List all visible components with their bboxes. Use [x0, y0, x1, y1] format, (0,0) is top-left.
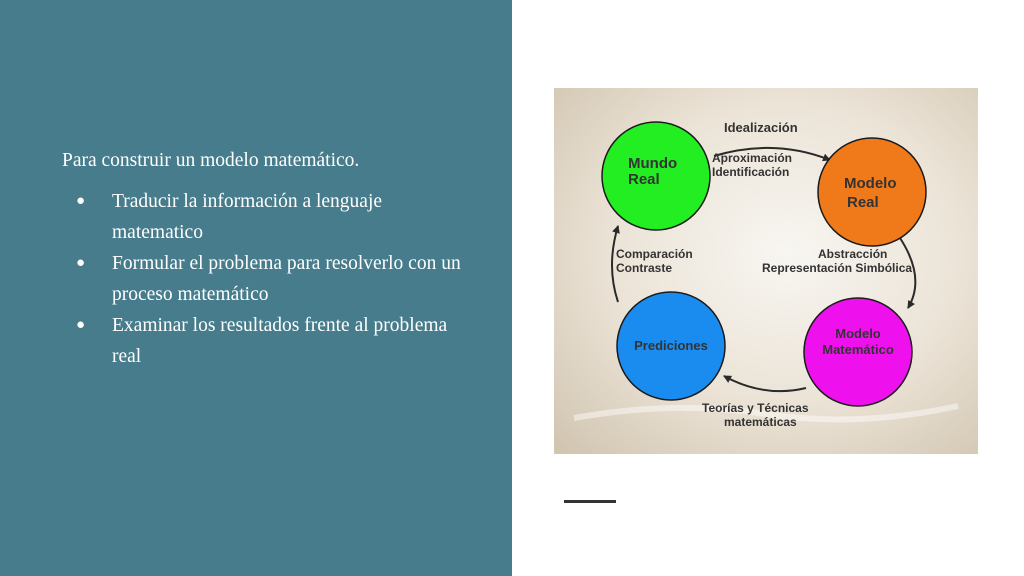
diagram-svg: Mundo Real Modelo Real Modelo Matemático… [554, 88, 978, 454]
left-panel [0, 0, 512, 576]
node-label: Real [628, 171, 660, 188]
slide-text: Para construir un modelo matemático. ● T… [62, 145, 462, 372]
node-circle [601, 121, 711, 231]
bullet-item: ● Traducir la información a lenguaje mat… [62, 186, 462, 248]
edge-label-aproximacion: Aproximación [712, 151, 792, 165]
node-label: Prediciones [634, 338, 708, 353]
slide-divider [564, 500, 616, 503]
node-circle [817, 137, 927, 247]
modeling-cycle-diagram: Mundo Real Modelo Real Modelo Matemático… [554, 88, 978, 454]
node-mundo-real: Mundo Real [601, 121, 711, 231]
edge-label-contraste: Contraste [616, 261, 672, 275]
bullet-text: Examinar los resultados frente al proble… [112, 315, 448, 367]
node-label: Mundo [628, 155, 677, 172]
bullet-dot-icon: ● [76, 255, 86, 271]
edge-label-abstraccion: Abstracción [818, 247, 887, 261]
node-label: Modelo [835, 326, 881, 341]
node-label: Matemático [822, 342, 894, 357]
edge-label-teorias: Teorías y Técnicas [702, 401, 809, 415]
background-swirl [573, 403, 959, 423]
edge-label-matematicas: matemáticas [724, 415, 797, 429]
bullet-item: ● Formular el problema para resolverlo c… [62, 248, 462, 310]
bullet-list: ● Traducir la información a lenguaje mat… [62, 186, 462, 372]
arrow-prediciones-to-mundo [611, 225, 620, 303]
bullet-text: Formular el problema para resolverlo con… [112, 253, 461, 305]
edge-label-representacion: Representación Simbólica [762, 261, 912, 275]
arrow-mundo-to-modelo [713, 146, 831, 162]
arrow-matematico-to-prediciones [723, 375, 807, 393]
node-modelo-real: Modelo Real [817, 137, 927, 247]
intro-text: Para construir un modelo matemático. [62, 150, 360, 171]
bullet-item: ● Examinar los resultados frente al prob… [62, 310, 462, 372]
node-label: Modelo [844, 175, 897, 192]
node-prediciones: Prediciones [616, 291, 726, 401]
edge-label-identificacion: Identificación [712, 165, 789, 179]
arrow-modelo-to-matematico [899, 237, 917, 309]
edge-label-comparacion: Comparación [616, 247, 693, 261]
node-label: Real [847, 194, 879, 211]
node-circle [803, 297, 913, 407]
bullet-dot-icon: ● [76, 193, 86, 209]
edge-label-idealizacion: Idealización [724, 120, 798, 135]
bullet-text: Traducir la información a lenguaje matem… [112, 191, 383, 243]
node-modelo-matematico: Modelo Matemático [803, 297, 913, 407]
node-circle [616, 291, 726, 401]
bullet-dot-icon: ● [76, 317, 86, 333]
